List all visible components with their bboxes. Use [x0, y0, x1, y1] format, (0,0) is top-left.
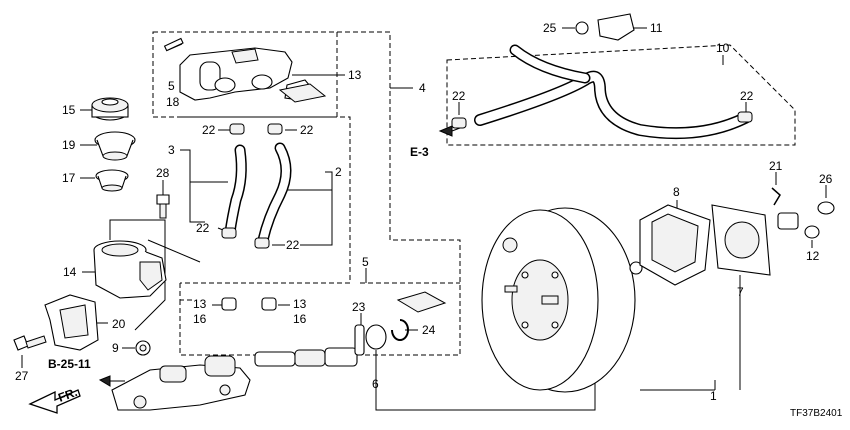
- label-25: 25: [543, 21, 557, 35]
- reference-labels: E-3 B-25-11 FR. TF37B2401: [48, 145, 843, 419]
- label-13-top: 13: [348, 68, 362, 82]
- stopper-12: [804, 225, 820, 239]
- e3-arrow: [438, 125, 461, 137]
- label-15: 15: [62, 103, 76, 117]
- clamp-11: [597, 13, 635, 41]
- hose-2: [257, 142, 292, 246]
- grommet-26: [817, 201, 835, 215]
- label-10: 10: [716, 41, 730, 55]
- nut-9: [135, 340, 151, 356]
- label-19: 19: [62, 138, 76, 152]
- label-1: 1: [710, 389, 717, 403]
- label-7: 7: [737, 285, 744, 299]
- b2511-arrow: [98, 375, 125, 387]
- bracket-20: [44, 294, 99, 351]
- master-cylinder: [111, 355, 251, 411]
- nut-25: [575, 21, 589, 35]
- label-22-b: 22: [300, 123, 314, 137]
- label-2: 2: [335, 165, 342, 179]
- label-4: 4: [419, 81, 426, 95]
- label-14: 14: [63, 265, 77, 279]
- label-28: 28: [156, 166, 170, 180]
- label-16-right: 16: [293, 312, 307, 326]
- label-27: 27: [15, 369, 29, 383]
- seal-17: [95, 169, 129, 192]
- label-6: 6: [372, 377, 379, 391]
- label-24: 24: [422, 323, 436, 337]
- hose-clips: [221, 123, 283, 249]
- leader-lines: [21, 27, 827, 411]
- brake-booster-1: [481, 207, 636, 393]
- label-22-a: 22: [202, 123, 216, 137]
- label-22-f: 22: [740, 89, 754, 103]
- ref-fr: FR.: [56, 385, 79, 405]
- label-9: 9: [112, 341, 119, 355]
- filter-19: [94, 131, 136, 161]
- piston-assembly: [254, 347, 358, 367]
- oring-6: [365, 324, 387, 350]
- ref-e3: E-3: [410, 145, 429, 159]
- part-labels: 1 2 3 4 5 5 6 7 8 9 10 11 12 13 13 13 14…: [15, 21, 833, 403]
- bolt-27: [13, 335, 47, 351]
- label-26: 26: [819, 172, 833, 186]
- grease-packet: [278, 83, 447, 313]
- ref-b2511: B-25-11: [48, 357, 91, 371]
- label-13-left: 13: [193, 297, 207, 311]
- label-8: 8: [673, 185, 680, 199]
- label-23: 23: [352, 300, 366, 314]
- booster-nut: [629, 261, 643, 275]
- label-18: 18: [166, 95, 180, 109]
- label-22-d: 22: [286, 238, 300, 252]
- label-17: 17: [62, 171, 76, 185]
- reservoir-body-14: [93, 240, 167, 299]
- label-12: 12: [806, 249, 820, 263]
- reservoir-cap-15: [91, 97, 129, 121]
- label-22-c: 22: [196, 221, 210, 235]
- label-13-right: 13: [293, 297, 307, 311]
- label-22-e: 22: [452, 89, 466, 103]
- clip-24: [391, 319, 409, 341]
- label-3: 3: [168, 143, 175, 157]
- label-16-left: 16: [193, 312, 207, 326]
- front-arrow-icon: [28, 389, 81, 414]
- label-20: 20: [112, 317, 126, 331]
- hose-3: [224, 144, 247, 238]
- bolt-28: [156, 194, 170, 219]
- sensor-21: [777, 212, 799, 230]
- diagram-code: TF37B2401: [790, 408, 843, 419]
- pin-23: [354, 324, 365, 356]
- gasket-7: [711, 204, 771, 276]
- label-21: 21: [769, 159, 783, 173]
- caps-13-16: [221, 297, 277, 311]
- gasket-8: [639, 204, 711, 286]
- label-5: 5: [362, 255, 369, 269]
- label-5-upper: 5: [168, 79, 175, 93]
- clip-21: [771, 187, 781, 206]
- label-11: 11: [650, 21, 663, 35]
- vacuum-hose-10: [451, 44, 753, 140]
